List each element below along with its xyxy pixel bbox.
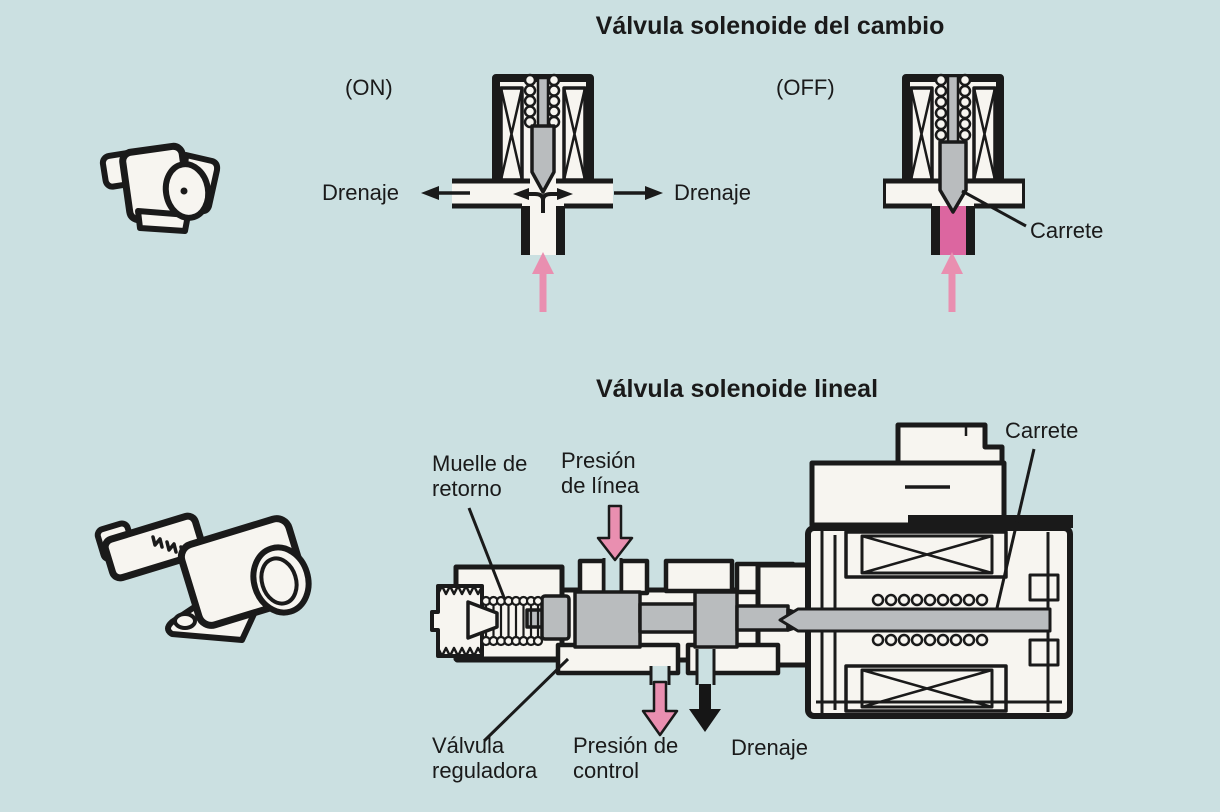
thread-hatch-bottom: [436, 646, 484, 658]
spool-armature-shaft: [778, 607, 1052, 633]
spring-icon: [523, 73, 561, 129]
line-pressure-label: Presión de línea: [561, 448, 639, 498]
off-state-label: (OFF): [776, 75, 835, 100]
shift-section-title: Válvula solenoide del cambio: [595, 12, 945, 40]
return-spring-icon: [480, 595, 544, 647]
linear-section-title: Válvula solenoide lineal: [595, 375, 879, 403]
drain-left-arrow: [421, 186, 470, 200]
line-pressure-label-line1: Presión: [561, 448, 636, 473]
drain-down-arrow: [689, 684, 721, 732]
drain-bottom-label: Drenaje: [731, 735, 809, 760]
shift-valve-off-diagram: [883, 73, 1027, 312]
regulator-valve-label: Válvula reguladora: [432, 733, 537, 783]
line-pressure-label-line2: de línea: [561, 473, 640, 498]
return-spring-label: Muelle de retorno: [432, 451, 527, 501]
control-pressure-label-line2: control: [573, 758, 640, 783]
plunger-rod: [536, 76, 550, 130]
spool-plunger: [530, 124, 556, 194]
carrete-leader-line: [995, 448, 1036, 609]
supply-arrow-off: [941, 252, 963, 312]
regulator-leader-line: [482, 657, 570, 743]
spool-label-shift: Carrete: [1030, 218, 1104, 243]
return-spring-leader-line: [467, 507, 507, 601]
spring-seat-cone: [466, 600, 499, 640]
thread-hatch-top: [436, 584, 484, 596]
pressure-fluid-passage: [940, 206, 966, 255]
shift-valve-on-diagram: [452, 73, 613, 312]
return-spring-label-line2: retorno: [432, 476, 502, 501]
return-spring-label-line1: Muelle de: [432, 451, 528, 476]
regulator-valve-label-line1: Válvula: [432, 733, 505, 758]
regulator-valve-label-line2: reguladora: [432, 758, 538, 783]
linear-solenoid-illustration: [94, 512, 312, 643]
on-state-label: (ON): [345, 75, 393, 100]
solenoid-upper-housing: [809, 460, 1007, 528]
spool-plunger: [938, 140, 968, 214]
solenoid-pin-dot: [180, 187, 188, 195]
connector-housing: [895, 422, 1005, 466]
coil-winding-icon: [909, 86, 997, 182]
control-pressure-label-line1: Presión de: [573, 733, 679, 758]
coil-winding-icon: [499, 86, 587, 182]
shift-solenoid-illustration: [99, 142, 221, 234]
line-pressure-arrow: [596, 504, 634, 562]
drain-left-label: Drenaje: [322, 180, 400, 205]
flow-split-arrows: [513, 188, 573, 213]
armature-bearing-coils: [871, 593, 989, 647]
drain-right-label: Drenaje: [674, 180, 752, 205]
leader-lines: [467, 448, 1036, 743]
spool-label-linear: Carrete: [1005, 418, 1079, 443]
supply-arrow-on: [532, 252, 554, 312]
control-pressure-arrow: [641, 680, 679, 737]
control-pressure-label: Presión de control: [573, 733, 678, 783]
drain-right-arrow: [614, 186, 663, 200]
carrete-leader-line: [961, 189, 1027, 228]
plunger-rod: [946, 74, 960, 144]
spring-icon: [934, 73, 972, 142]
linear-valve-cross-section: [430, 422, 1073, 719]
